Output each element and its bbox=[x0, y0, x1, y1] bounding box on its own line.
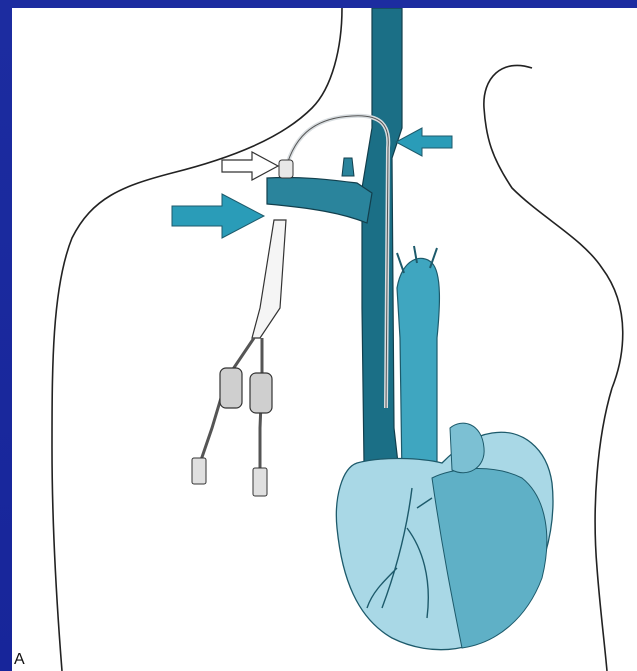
vein-branch-small bbox=[342, 158, 354, 176]
catheter-hub bbox=[279, 160, 293, 178]
left-arrow-icon bbox=[396, 128, 452, 156]
body-outline-right-lower bbox=[595, 388, 612, 671]
catheter-body bbox=[252, 220, 286, 338]
open-arrow-icon bbox=[222, 152, 278, 180]
medical-illustration: A bbox=[12, 8, 637, 671]
body-outline-right bbox=[484, 65, 623, 388]
aorta bbox=[397, 258, 439, 478]
subclavian-vein bbox=[267, 177, 372, 223]
atrium bbox=[450, 423, 484, 473]
panel-label: A bbox=[14, 651, 25, 669]
clamp-right bbox=[250, 373, 272, 413]
large-arrow-icon bbox=[172, 194, 264, 238]
body-outline-left bbox=[52, 8, 342, 671]
clamp-left bbox=[220, 368, 242, 408]
vena-cava bbox=[362, 8, 402, 463]
catheter-diagram bbox=[12, 8, 637, 671]
luer-connector-left bbox=[192, 458, 206, 484]
luer-connector-right bbox=[253, 468, 267, 496]
